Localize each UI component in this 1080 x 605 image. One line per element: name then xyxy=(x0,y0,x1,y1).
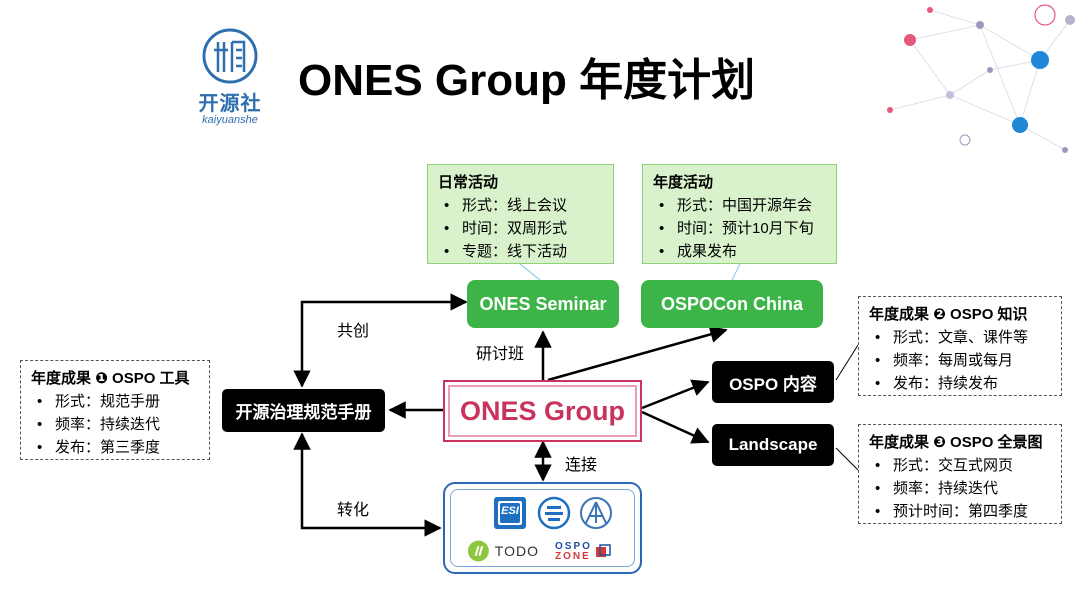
outcome3-callout-line xyxy=(835,447,859,471)
list-item: 专题：线下活动 xyxy=(438,240,603,263)
annual-callout-line xyxy=(731,263,741,281)
outcome3-heading: 年度成果 ❸ OSPO 全景图 xyxy=(869,434,1043,451)
handbook-node: 开源治理规范手册 xyxy=(222,389,385,432)
daily-activity-note: 日常活动 形式：线上会议 时间：双周形式 专题：线下活动 xyxy=(427,164,614,264)
arrow-transform xyxy=(293,432,442,537)
list-item: 形式：交互式网页 xyxy=(869,454,1051,477)
ospocon-china-node: OSPOCon China xyxy=(641,280,823,328)
arrow-to-ospo-content xyxy=(641,379,710,410)
arrow-to-ospocon xyxy=(547,325,728,382)
page-title: ONES Group 年度计划 xyxy=(298,56,756,105)
arrow-cocreate xyxy=(293,293,468,388)
arrow-to-landscape xyxy=(641,410,710,444)
esi-logo-icon xyxy=(494,497,526,529)
esi-logo-text: ESI xyxy=(501,505,519,517)
landscape-node: Landscape xyxy=(712,424,834,466)
kaiyuanshe-logo: 开源社 kaiyuanshe xyxy=(192,28,268,126)
label-workshop: 研讨班 xyxy=(476,346,525,363)
list-item: 发布：持续发布 xyxy=(869,372,1051,395)
label-connect: 连接 xyxy=(565,457,598,474)
logo-chinese-name: 开源社 xyxy=(198,93,262,115)
list-item: 形式：中国开源年会 xyxy=(653,194,826,217)
list-item: 形式：线上会议 xyxy=(438,194,603,217)
ospo-content-node: OSPO 内容 xyxy=(712,361,834,403)
network-decoration xyxy=(887,4,1075,153)
list-item: 形式：文章、课件等 xyxy=(869,326,1051,349)
list-item: 时间：预计10月下旬 xyxy=(653,217,826,240)
outcome2-note: 年度成果 ❷ OSPO 知识 形式：文章、课件等 频率：每周或每月 发布：持续发… xyxy=(858,296,1062,396)
partners-inner-frame xyxy=(450,489,635,567)
todo-logo-icon xyxy=(467,540,489,562)
list-item: 频率：持续迭代 xyxy=(31,413,199,436)
list-item: 频率：持续迭代 xyxy=(869,477,1051,500)
outcome2-heading: 年度成果 ❷ OSPO 知识 xyxy=(869,306,1028,323)
daily-activity-heading: 日常活动 xyxy=(438,174,499,191)
ospo-zone-logo: OSPO ZONE xyxy=(555,540,621,564)
list-item: 发布：第三季度 xyxy=(31,436,199,459)
list-item: 预计时间：第四季度 xyxy=(869,500,1051,523)
outcome1-heading: 年度成果 ❶ OSPO 工具 xyxy=(31,370,190,387)
annual-activity-heading: 年度活动 xyxy=(653,174,714,191)
outcome1-note: 年度成果 ❶ OSPO 工具 形式：规范手册 频率：持续迭代 发布：第三季度 xyxy=(20,360,210,460)
round-emblem-logo-icon xyxy=(537,496,571,530)
ospo-zone-logo-text: OSPO ZONE xyxy=(555,542,592,562)
label-transform: 转化 xyxy=(337,502,370,519)
label-cocreate: 共创 xyxy=(337,323,370,340)
list-item: 形式：规范手册 xyxy=(31,390,199,413)
todo-logo: TODO xyxy=(467,538,539,564)
list-item: 时间：双周形式 xyxy=(438,217,603,240)
ospo-zone-line2: ZONE xyxy=(555,551,591,562)
outcome3-note: 年度成果 ❸ OSPO 全景图 形式：交互式网页 频率：持续迭代 预计时间：第四… xyxy=(858,424,1062,524)
outcome2-callout-line xyxy=(835,344,859,381)
ospo-zone-logo-icon xyxy=(595,544,611,557)
partners-box: ESI TODO OSPO ZONE xyxy=(443,482,642,574)
annual-activity-note: 年度活动 形式：中国开源年会 时间：预计10月下旬 成果发布 xyxy=(642,164,837,264)
kaiyuanshe-logo-icon xyxy=(202,28,258,84)
ones-group-center-node: ONES Group xyxy=(443,380,642,442)
esi-logo: ESI xyxy=(493,496,527,530)
todo-logo-text: TODO xyxy=(494,543,539,559)
daily-callout-line xyxy=(519,263,541,281)
list-item: 成果发布 xyxy=(653,240,826,263)
ospo-zone-line1: OSPO xyxy=(555,541,592,552)
list-item: 频率：每周或每月 xyxy=(869,349,1051,372)
triangle-emblem-logo-icon xyxy=(580,497,612,529)
ones-seminar-node: ONES Seminar xyxy=(467,280,619,328)
logo-english-name: kaiyuanshe xyxy=(202,114,258,126)
